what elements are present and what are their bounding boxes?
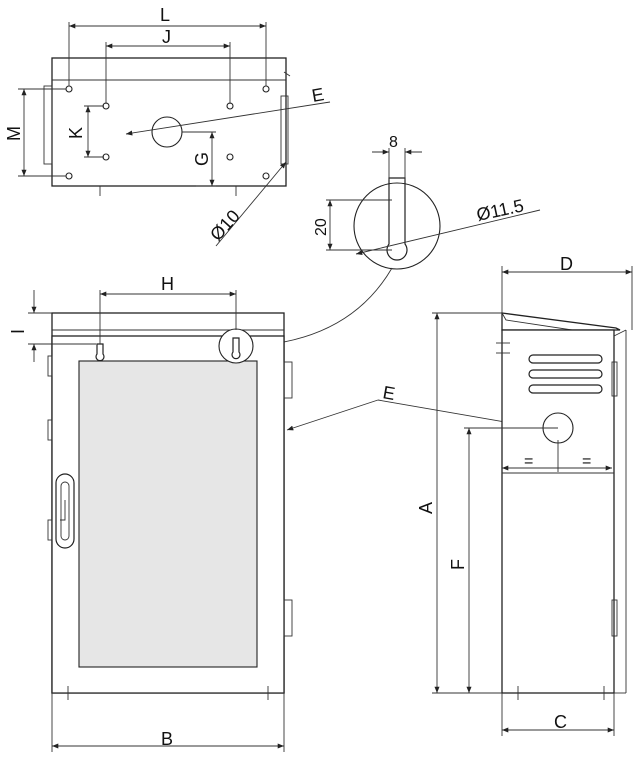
equal-mark: = — [524, 453, 533, 470]
leader-line-E-mid — [286, 399, 379, 431]
keyhole-left — [95, 343, 105, 362]
side-hinge — [611, 361, 618, 397]
mounting-hole — [65, 172, 73, 180]
door-lock — [60, 500, 66, 521]
dim-label-M: M — [4, 126, 24, 141]
dim-label-K: K — [66, 127, 86, 139]
dim-label-L: L — [160, 5, 170, 25]
side-roof — [501, 312, 621, 331]
hinge — [47, 419, 53, 441]
equal-mark: = — [582, 453, 591, 470]
side-door-edge — [613, 329, 627, 337]
dim-label-dia10: Ø10 — [206, 206, 244, 245]
cable-entry-hole — [151, 116, 183, 148]
top-view: L J M K G E Ø10 — [4, 5, 331, 247]
dim-label-F: F — [448, 559, 468, 570]
side-body — [501, 329, 615, 694]
dim-label-I: I — [8, 329, 28, 334]
side-bracket — [283, 599, 293, 637]
dim-label-B: B — [161, 729, 173, 749]
corner-mark — [283, 71, 291, 77]
keyhole-detail: 8 20 Ø11.5 — [251, 134, 541, 347]
dim-label-8: 8 — [389, 134, 398, 151]
mounting-hole — [226, 153, 234, 161]
dim-label-J: J — [162, 27, 171, 47]
door-handle — [55, 473, 75, 549]
vent-slot — [528, 384, 603, 394]
dim-label-E-top: E — [310, 84, 325, 106]
dim-label-dia11-5: Ø11.5 — [475, 195, 526, 224]
dim-label-H: H — [161, 274, 174, 294]
leader-line-dia10 — [215, 161, 287, 247]
dim-label-C: C — [554, 712, 567, 732]
side-bracket — [283, 361, 293, 399]
front-view: H I B E — [8, 274, 587, 752]
leader-line-E — [125, 101, 331, 136]
vent-slot — [528, 369, 603, 379]
side-view: = = A F D C — [416, 254, 633, 736]
dim-label-G: G — [192, 152, 212, 166]
door-handle-inner — [60, 481, 70, 541]
dim-label-D: D — [560, 254, 573, 274]
dim-label-20: 20 — [313, 218, 330, 236]
door-window — [78, 360, 258, 668]
keyhole-slot — [386, 177, 408, 261]
mounting-hole — [262, 172, 270, 180]
top-view-left-hinge — [43, 85, 53, 165]
hinge — [47, 355, 53, 377]
keyhole-detail-circle — [353, 182, 441, 270]
dim-label-E-mid: E — [381, 382, 396, 404]
side-hinge — [611, 599, 618, 637]
mounting-hole — [262, 85, 270, 93]
dim-label-A: A — [416, 502, 436, 514]
keyhole-right — [231, 337, 241, 360]
leader-line-dia11-5 — [355, 209, 541, 255]
keyhole-callout-circle — [218, 328, 254, 364]
vent-slot — [528, 354, 603, 364]
hinge — [47, 519, 53, 541]
mounting-hole — [65, 85, 73, 93]
